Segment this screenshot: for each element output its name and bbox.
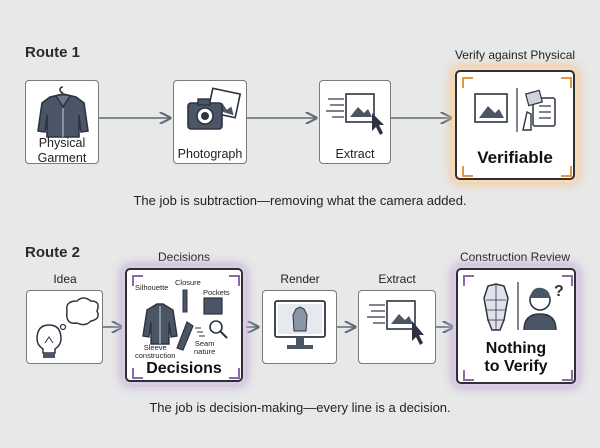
physical-garment-label: Physical Garment — [26, 136, 98, 166]
photograph-card: Photograph — [173, 80, 247, 164]
seam-line2: nature — [194, 347, 216, 356]
verifiable-label: Verifiable — [477, 148, 553, 167]
physical-garment-card: Physical Garment — [25, 80, 99, 166]
verifiable-card: Verifiable — [455, 70, 575, 180]
decisions-heading: Decisions — [157, 250, 211, 264]
pockets-label: Pockets — [203, 288, 230, 297]
render-heading: Render — [280, 272, 320, 286]
silhouette-label: Silhouette — [135, 283, 169, 292]
review-heading: Construction Review — [459, 250, 571, 264]
idea-heading: Idea — [53, 272, 77, 286]
decisions-label: Decisions — [146, 360, 222, 377]
closure-label: Closure — [175, 278, 201, 287]
decisions-card: Silhouette Closure Pockets Sleeve constr… — [125, 268, 243, 382]
lightbulb-thought-icon — [36, 297, 99, 358]
physical-garment-line2: Garment — [37, 151, 87, 165]
review-line2: to Verify — [484, 358, 548, 375]
verify-heading: Verify against Physical — [454, 48, 576, 62]
construction-review-card: ? Nothing to Verify — [456, 268, 576, 384]
svg-text:?: ? — [554, 283, 564, 300]
route2-title: Route 2 — [25, 244, 81, 261]
extract-icon-r2 — [367, 300, 424, 345]
extract-card-r2 — [358, 290, 436, 364]
sleeve-line1: Sleeve — [143, 343, 167, 352]
render-card — [262, 290, 337, 364]
monitor-icon — [274, 300, 326, 349]
route1-caption: The job is subtraction—removing what the… — [133, 193, 467, 208]
photograph-label: Photograph — [177, 147, 243, 161]
garment-decisions-icon — [132, 275, 240, 379]
compare-icon — [462, 77, 572, 177]
physical-garment-line1: Physical — [38, 136, 86, 150]
seam-label: Seam nature — [194, 340, 215, 356]
extract-icon — [326, 93, 384, 135]
nothing-to-verify-label: Nothing to Verify — [458, 340, 574, 376]
mannequin-person-icon: ? — [463, 275, 573, 381]
extract-card-r1: Extract — [319, 80, 391, 164]
sleeve-label: Sleeve construction — [135, 344, 175, 360]
jacket-icon — [37, 86, 89, 138]
route1-title: Route 1 — [25, 44, 81, 61]
seam-line1: Seam — [194, 339, 215, 348]
sleeve-line2: construction — [135, 351, 176, 360]
extract-label-r1: Extract — [335, 147, 375, 161]
idea-card — [26, 290, 103, 364]
camera-photo-icon — [187, 87, 242, 130]
route2-caption: The job is decision-making—every line is… — [149, 400, 451, 415]
review-line1: Nothing — [485, 340, 547, 357]
extract-heading-r2: Extract — [378, 272, 416, 286]
